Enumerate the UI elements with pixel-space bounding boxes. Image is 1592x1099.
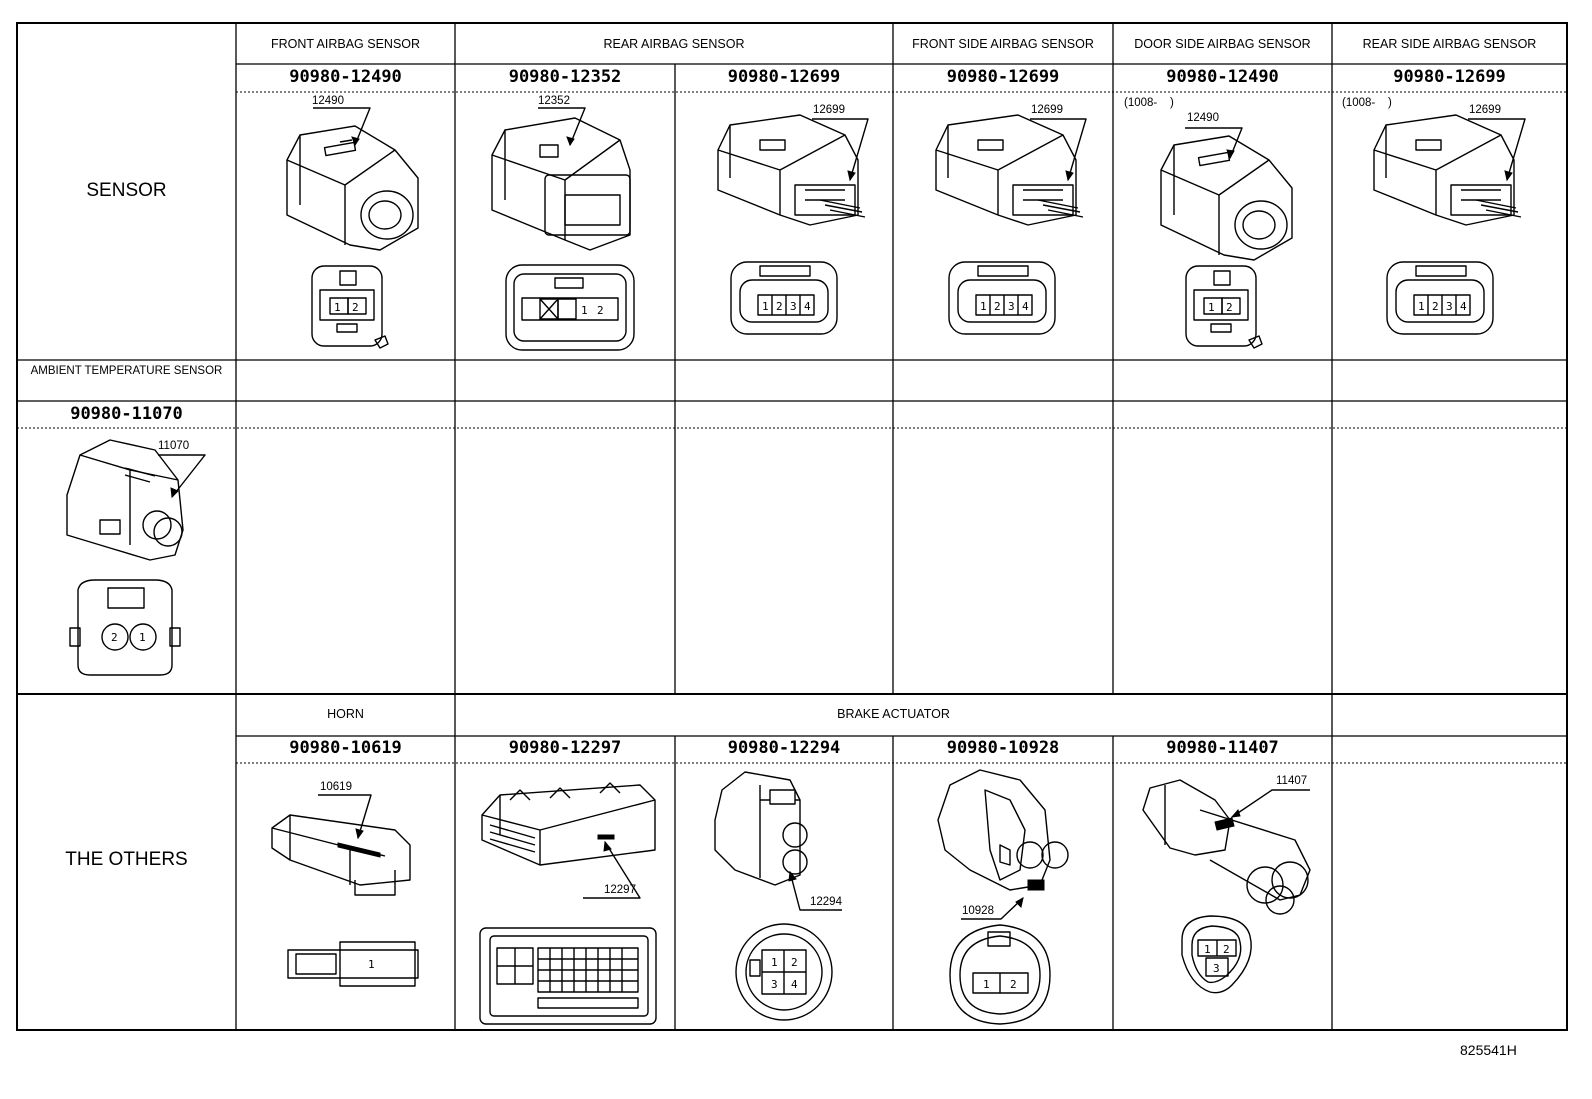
document-id: 825541H	[1460, 1042, 1517, 1058]
callout-label: 11070	[158, 440, 190, 452]
connector-12297-brake-drawing	[481, 782, 656, 899]
pin-1: 1	[1208, 301, 1215, 314]
pin-4: 4	[1460, 300, 1467, 313]
date-note: (1008- )	[1342, 97, 1392, 109]
callout-label: 12490	[312, 95, 344, 107]
table-grid	[16, 22, 1568, 1031]
pin-2: 2	[1432, 300, 1439, 313]
callout-label: 12699	[1031, 104, 1063, 116]
pin-4: 4	[1022, 300, 1029, 313]
part-number: 90980-11070	[70, 404, 183, 424]
part-number: 90980-11407	[1166, 738, 1279, 758]
pin-2: 2	[352, 301, 359, 314]
callout-label: 11407	[1276, 775, 1308, 787]
callout-label: 12294	[810, 896, 842, 908]
connector-12490-door-side-airbag-drawing	[1160, 135, 1293, 261]
pin-1: 1	[581, 304, 588, 317]
connector-12297-brake-face	[479, 927, 657, 1025]
connector-12490-front-airbag-drawing	[286, 125, 419, 251]
pin-2: 2	[111, 631, 118, 644]
connector-12699-rear-airbag-drawing	[717, 114, 866, 226]
connector-11070-ambient-face: 2 1	[69, 579, 181, 676]
callout-label: 12297	[604, 884, 636, 896]
pin-1: 1	[368, 958, 375, 971]
connector-12490-door-side-airbag-face: 1 2	[1185, 265, 1263, 349]
pin-1: 1	[983, 978, 990, 991]
header-door-side-airbag-sensor: DOOR SIDE AIRBAG SENSOR	[1134, 37, 1311, 51]
connector-12699-rear-side-airbag-face: 1 2 3 4	[1386, 261, 1494, 335]
pin-3: 3	[771, 978, 778, 991]
pin-2: 2	[1010, 978, 1017, 991]
pin-3: 3	[1008, 300, 1015, 313]
pin-3: 3	[1213, 962, 1220, 975]
connector-12294-brake-drawing	[714, 771, 842, 911]
connector-12352-rear-airbag-drawing	[491, 117, 631, 251]
pin-2: 2	[1223, 943, 1230, 956]
part-number: 90980-12490	[289, 67, 402, 87]
connector-11407-brake-face: 1 2 3	[1181, 915, 1252, 994]
pin-1: 1	[1418, 300, 1425, 313]
pin-2: 2	[994, 300, 1001, 313]
callout-label: 12352	[538, 95, 570, 107]
pin-1: 1	[334, 301, 341, 314]
connector-12699-rear-airbag-face: 1 2 3 4	[730, 261, 838, 335]
connector-10928-brake-face: 1 2	[949, 924, 1051, 1025]
pin-3: 3	[790, 300, 797, 313]
part-number: 90980-12297	[508, 738, 622, 758]
connector-10619-horn-drawing	[271, 794, 411, 896]
connector-12699-front-side-airbag-drawing	[935, 114, 1084, 226]
part-number: 90980-12699	[1393, 67, 1506, 87]
connector-12699-front-side-airbag-face: 1 2 3 4	[948, 261, 1056, 335]
connector-11407-brake-drawing	[1142, 779, 1311, 915]
callout-label: 12490	[1187, 112, 1219, 124]
section-title-ambient: AMBIENT TEMPERATURE SENSOR	[30, 365, 223, 377]
sensor-callout-leaders	[313, 107, 1526, 182]
part-number: 90980-12294	[727, 738, 841, 758]
header-front-airbag-sensor: FRONT AIRBAG SENSOR	[270, 37, 421, 51]
pin-1: 1	[762, 300, 769, 313]
header-rear-airbag-sensor: REAR AIRBAG SENSOR	[603, 37, 745, 51]
callout-label: 12699	[1469, 104, 1501, 116]
pin-1: 1	[1204, 943, 1211, 956]
connector-12490-front-airbag-face: 1 2	[311, 265, 389, 349]
pin-2: 2	[776, 300, 783, 313]
connector-12294-brake-face: 1 2 3 4	[735, 923, 833, 1021]
part-number: 90980-12352	[508, 67, 622, 87]
connector-10928-brake-drawing	[937, 769, 1069, 920]
part-number: 90980-10619	[289, 738, 402, 758]
pin-2: 2	[1226, 301, 1233, 314]
callout-label: 10928	[962, 905, 994, 917]
section-title-sensor: SENSOR	[86, 180, 167, 201]
pin-1: 1	[771, 956, 778, 969]
connector-10619-horn-face: 1	[287, 941, 419, 987]
pin-4: 4	[804, 300, 811, 313]
part-number: 90980-12699	[727, 67, 841, 87]
header-brake-actuator: BRAKE ACTUATOR	[837, 707, 950, 721]
part-number: 90980-10928	[946, 738, 1060, 758]
callout-label: 12699	[813, 104, 845, 116]
section-title-others: THE OTHERS	[65, 849, 188, 870]
part-number: 90980-12490	[1166, 67, 1279, 87]
header-rear-side-airbag-sensor: REAR SIDE AIRBAG SENSOR	[1362, 37, 1537, 51]
date-note: (1008- )	[1124, 97, 1174, 109]
pin-4: 4	[791, 978, 798, 991]
header-front-side-airbag-sensor: FRONT SIDE AIRBAG SENSOR	[912, 37, 1094, 51]
pin-2: 2	[597, 304, 604, 317]
pin-3: 3	[1446, 300, 1453, 313]
part-number: 90980-12699	[946, 67, 1060, 87]
pin-1: 1	[139, 631, 146, 644]
connector-12699-rear-side-airbag-drawing	[1373, 114, 1522, 226]
pin-1: 1	[980, 300, 987, 313]
connector-12352-rear-airbag-face: 1 2	[505, 264, 635, 351]
connector-11070-ambient-drawing	[66, 439, 206, 561]
header-horn: HORN	[327, 707, 364, 721]
pin-2: 2	[791, 956, 798, 969]
callout-label: 10619	[320, 781, 352, 793]
